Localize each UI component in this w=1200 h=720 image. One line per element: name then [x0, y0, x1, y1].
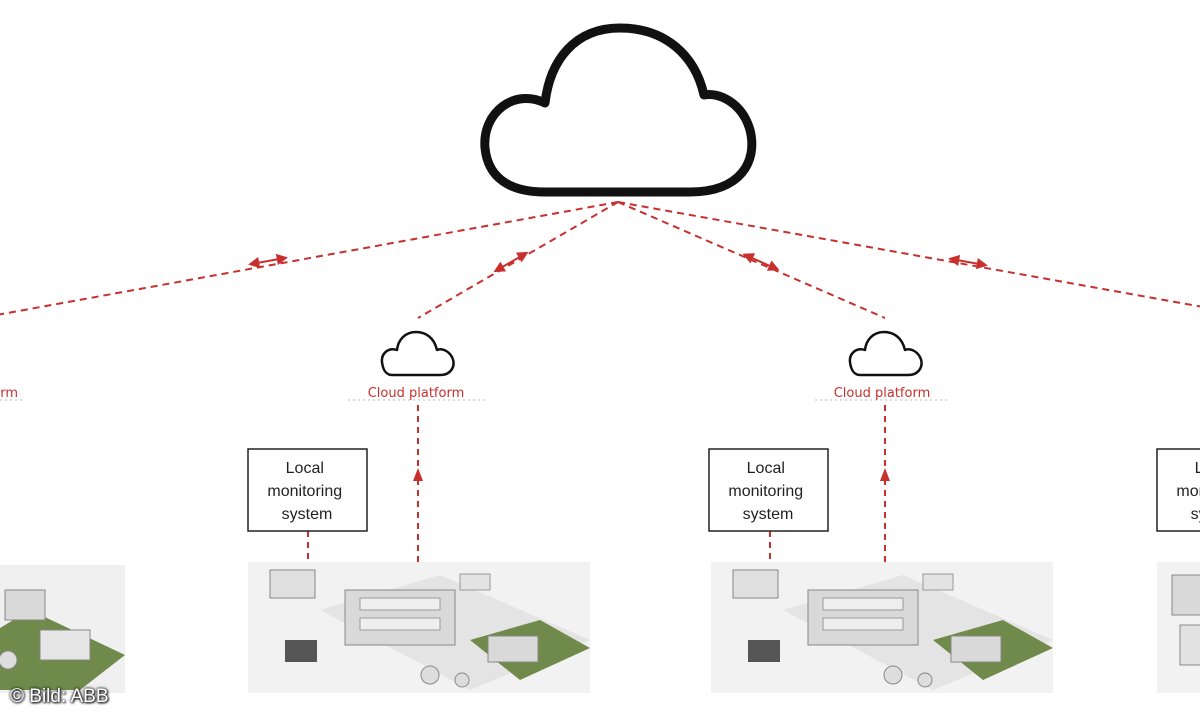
double-arrow-icon	[248, 253, 288, 269]
local-monitoring-box	[247, 448, 368, 532]
industrial-plant-icon	[0, 565, 125, 693]
local-monitoring-label: Local monitoring system	[728, 460, 807, 523]
industrial-plant-icon	[1157, 562, 1200, 693]
cloud-platform-label: Cloud platform	[834, 386, 931, 401]
cloud-platform-label: Cloud platform	[368, 386, 465, 401]
site-1: Cloud platform Local monitoring system	[247, 330, 590, 693]
local-monitoring-label: Local monitoring system	[1176, 460, 1200, 523]
connection-line	[0, 201, 619, 316]
site-right-edge: Local monitoring system	[1156, 448, 1200, 693]
industrial-plant-icon	[711, 562, 1053, 693]
central-cloud-icon	[480, 23, 757, 197]
double-arrow-icon	[948, 254, 988, 270]
image-credit: © Bild: ABB	[10, 686, 109, 707]
bidirectional-arrows	[248, 251, 988, 273]
double-arrow-icon	[493, 251, 529, 273]
industrial-plant-icon	[248, 562, 590, 693]
double-arrow-icon	[742, 253, 780, 271]
connection-line	[617, 201, 1200, 308]
site-left-edge: Cloud platform	[0, 386, 125, 693]
site-cloud-icon	[848, 330, 923, 377]
connection-line	[417, 201, 619, 319]
site-2: Cloud platform Local monitoring system	[708, 330, 1053, 693]
cloud-platform-label: Cloud platform	[0, 386, 18, 401]
local-monitoring-label: Local monitoring system	[267, 460, 346, 523]
local-monitoring-box	[708, 448, 829, 532]
cloud-connections	[0, 201, 1200, 319]
local-monitoring-box	[1156, 448, 1200, 532]
site-cloud-icon	[380, 330, 455, 377]
